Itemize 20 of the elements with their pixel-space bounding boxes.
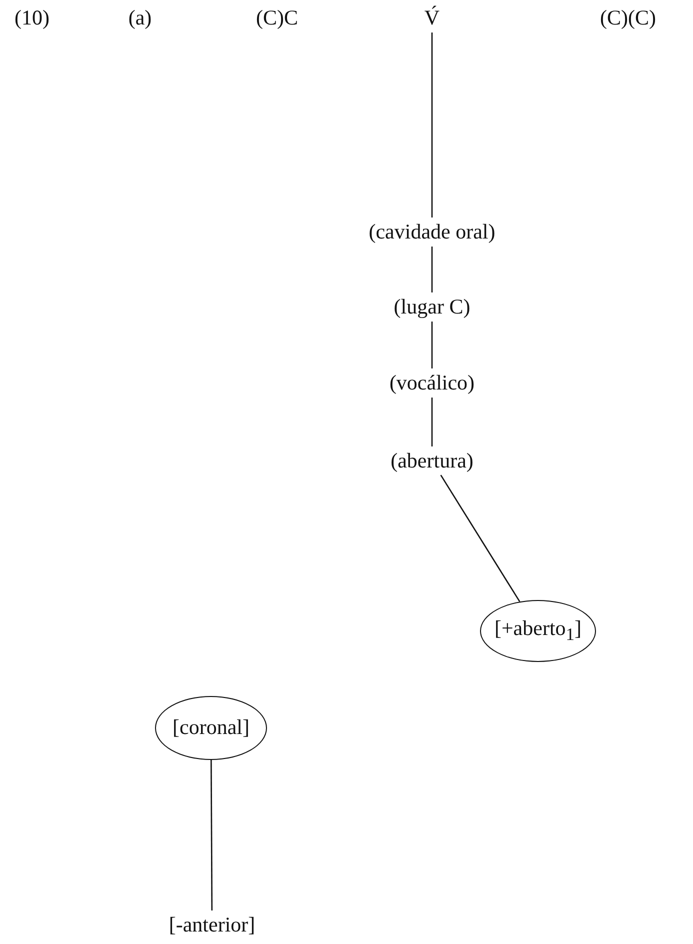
feature-ellipse (480, 600, 596, 662)
segment-label: (10) (14, 6, 50, 30)
feature-label: (vocálico) (389, 371, 475, 395)
association-line (440, 474, 520, 602)
feature-label: (cavidade oral) (368, 220, 496, 244)
feature-ellipse (155, 696, 267, 760)
association-line (431, 246, 433, 292)
segment-label: (C)C (256, 6, 298, 30)
association-line (210, 760, 213, 910)
segment-label: (C)(C) (600, 6, 656, 30)
feature-label: [coronal] (172, 716, 250, 740)
association-line (431, 32, 433, 218)
association-line (431, 322, 433, 368)
feature-label: [+aberto$_{1}$] (494, 617, 582, 645)
feature-label: (lugar C) (394, 295, 470, 319)
feature-label: (abertura) (390, 449, 474, 473)
feature-label: [-anterior] (168, 913, 256, 937)
feature-label: V́ (424, 6, 440, 30)
segment-label: (a) (128, 6, 152, 30)
association-line (431, 398, 433, 446)
